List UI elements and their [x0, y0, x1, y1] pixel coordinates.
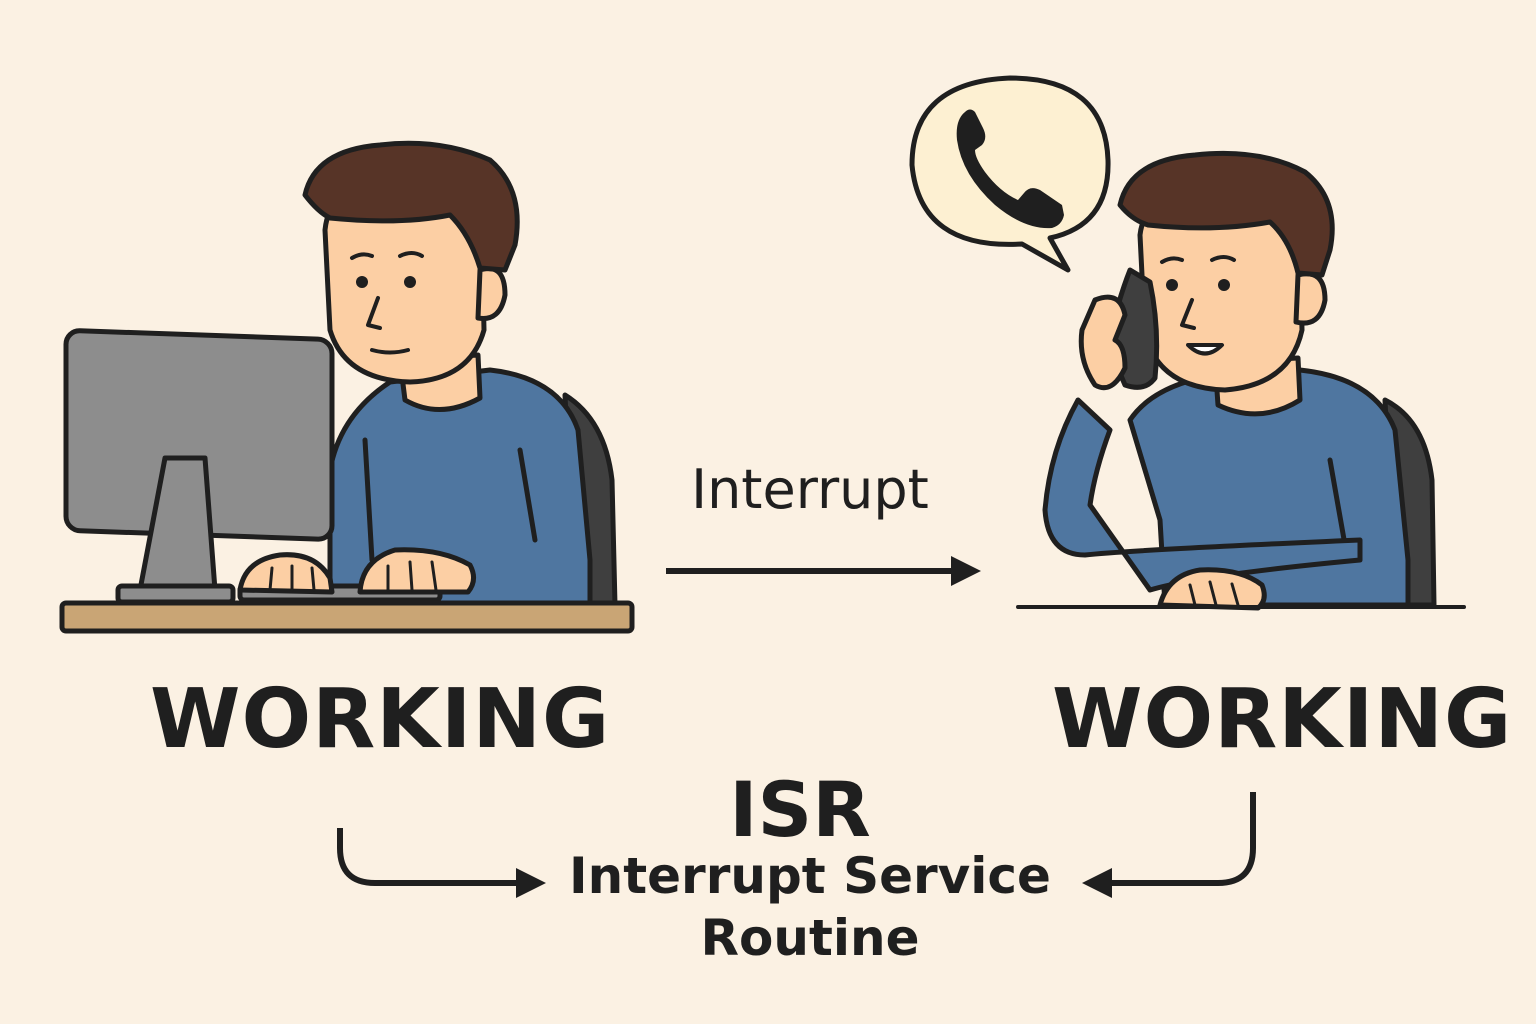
eye-left-2 — [404, 276, 416, 288]
mouth-right — [1186, 343, 1224, 356]
phone-icon — [956, 109, 1064, 229]
isr-full-line-2: Routine — [700, 909, 920, 967]
hair-left — [302, 140, 520, 273]
state-label-right: WORKING — [1052, 672, 1513, 767]
arrow-right-to-isr — [1082, 792, 1256, 898]
hand-left-1 — [237, 552, 335, 595]
ear-right — [1293, 271, 1328, 326]
hair-right — [1117, 150, 1335, 278]
person-working-at-computer — [59, 140, 635, 634]
person-on-phone — [909, 75, 1466, 611]
eye-right-1 — [1166, 279, 1178, 291]
speech-bubble — [909, 75, 1111, 273]
state-label-left: WORKING — [150, 672, 611, 767]
isr-full-line-1: Interrupt Service — [569, 847, 1051, 905]
eye-left-1 — [356, 276, 368, 288]
isr-full-name: Interrupt Service Routine — [560, 845, 1060, 969]
monitor-base — [115, 583, 236, 605]
arm-raised — [1042, 397, 1363, 593]
isr-abbreviation: ISR — [729, 765, 871, 854]
hand-left-2 — [357, 547, 476, 595]
torso-left — [327, 367, 593, 608]
desk-left — [59, 600, 635, 634]
interrupt-label: Interrupt — [691, 458, 929, 521]
hand-on-phone — [1078, 294, 1128, 391]
arrow-left-to-isr — [337, 828, 546, 898]
eye-right-2 — [1218, 279, 1230, 291]
ear-left — [475, 266, 508, 322]
mouth-left — [370, 348, 410, 355]
